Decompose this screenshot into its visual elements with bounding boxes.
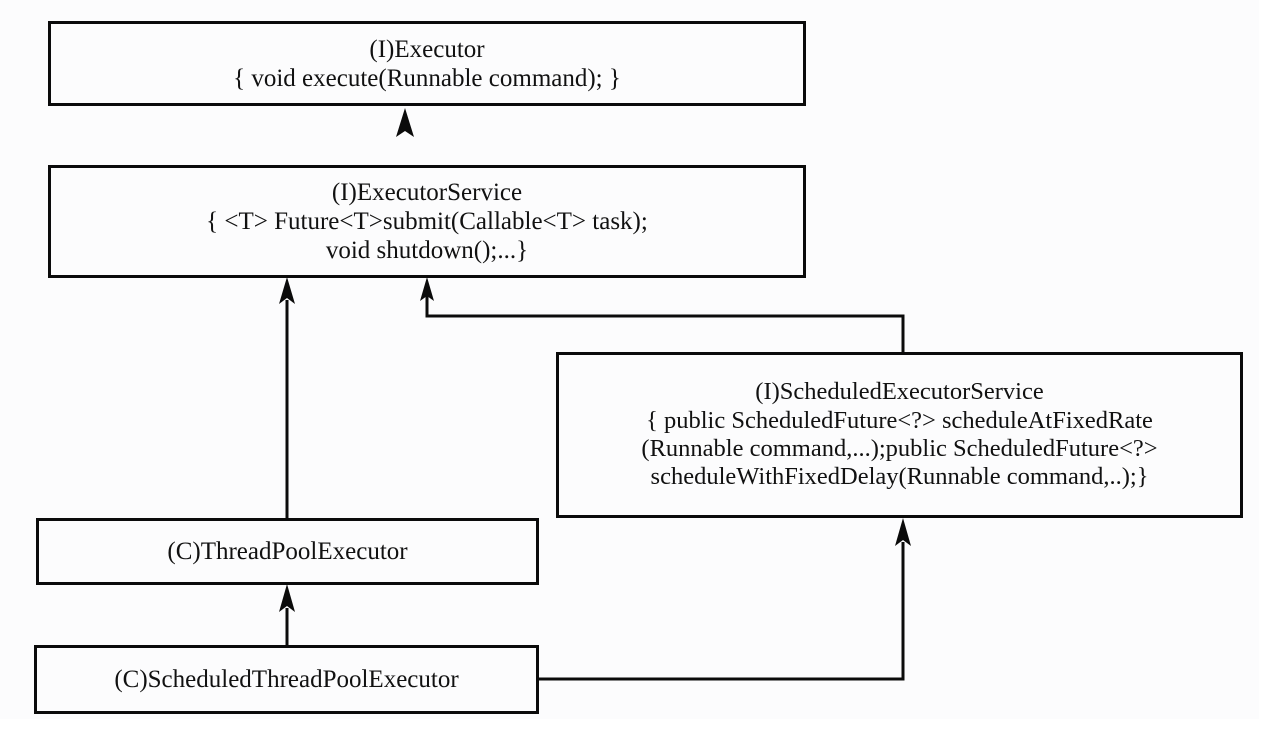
class-box-executor-service[interactable]: (I)ExecutorService { <T> Future<T>submit… — [48, 165, 806, 278]
class-members-executor-service-1: { <T> Future<T>submit(Callable<T> task); — [206, 208, 648, 235]
class-name-scheduled-thread-pool-executor: (C)ScheduledThreadPoolExecutor — [114, 666, 459, 693]
class-members-scheduled-executor-service-2: (Runnable command,...);public ScheduledF… — [641, 435, 1158, 462]
class-name-executor-service: (I)ExecutorService — [331, 179, 523, 206]
class-name-executor: (I)Executor — [369, 35, 485, 63]
class-box-scheduled-thread-pool-executor[interactable]: (C)ScheduledThreadPoolExecutor — [34, 645, 539, 714]
class-members-scheduled-executor-service-3: scheduleWithFixedDelay(Runnable command,… — [650, 463, 1149, 491]
class-members-scheduled-executor-service-1: { public ScheduledFuture<?> scheduleAtFi… — [646, 406, 1153, 434]
class-members-executor-1: { void execute(Runnable command); } — [233, 64, 621, 92]
class-name-scheduled-executor-service: (I)ScheduledExecutorService — [755, 378, 1044, 406]
class-members-executor-service-2: void shutdown();...} — [325, 237, 529, 264]
class-box-executor[interactable]: (I)Executor { void execute(Runnable comm… — [48, 21, 806, 106]
class-name-thread-pool-executor: (C)ThreadPoolExecutor — [167, 538, 408, 565]
class-box-thread-pool-executor[interactable]: (C)ThreadPoolExecutor — [36, 518, 539, 585]
class-box-scheduled-executor-service[interactable]: (I)ScheduledExecutorService { public Sch… — [556, 352, 1243, 518]
